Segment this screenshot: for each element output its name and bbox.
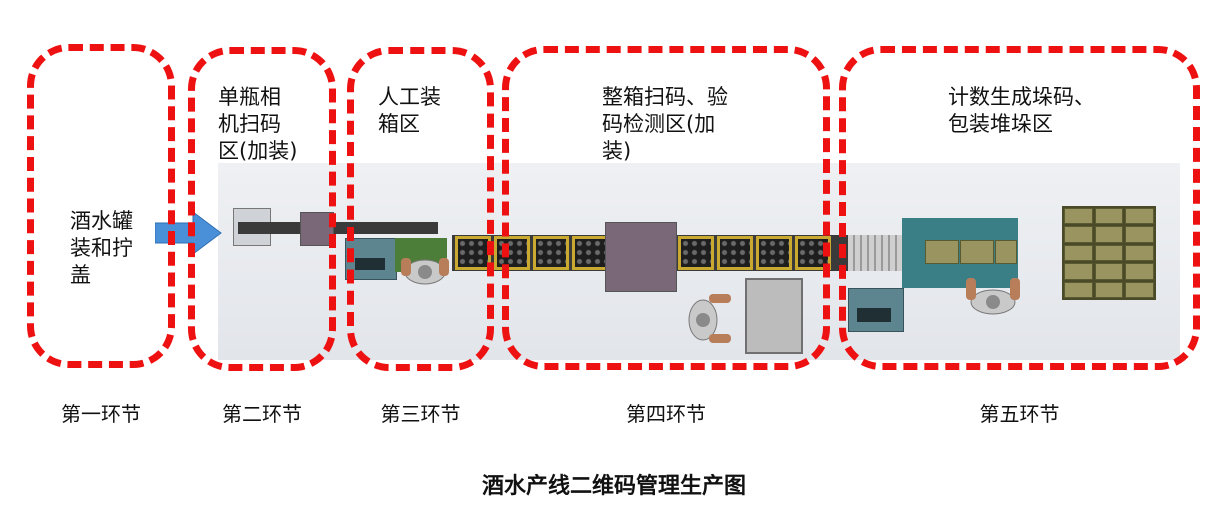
case-scanner — [605, 222, 677, 292]
pallet-case — [1064, 281, 1093, 298]
crate — [533, 236, 569, 270]
pallet-case — [1064, 226, 1093, 243]
stage-5-label: 第五环节 — [979, 402, 1060, 426]
worker-icon — [401, 258, 449, 285]
zone-4-outline — [502, 46, 830, 370]
case-block — [995, 240, 1017, 264]
zone-1-outline — [27, 44, 175, 368]
stage-1-label: 第一环节 — [61, 402, 141, 426]
zone-5-line: 包装堆垛区 — [948, 112, 1053, 136]
zone-4-line: 码检测区(加 — [602, 112, 716, 136]
case-block — [925, 240, 959, 264]
crate — [717, 236, 753, 270]
stacker-icon — [966, 278, 1020, 315]
crate — [455, 236, 491, 270]
pallet-case — [1125, 226, 1154, 243]
console-screen — [857, 308, 891, 322]
pallet-case — [1094, 244, 1124, 262]
pallet-case — [1064, 208, 1093, 225]
zone-2-line: 单瓶相 — [218, 85, 281, 109]
pallet-case — [1094, 263, 1124, 280]
pallet-case — [1094, 281, 1124, 298]
pallet-case — [1125, 281, 1154, 298]
roller-conveyor — [848, 235, 906, 271]
console-screen — [355, 258, 385, 270]
pallet-case — [1094, 208, 1124, 225]
pallet-case — [1125, 244, 1154, 262]
zone-5-label: 计数生成垛码、 包装堆垛区 — [948, 84, 1095, 138]
zone-5-outline — [839, 46, 1200, 370]
pallet-case — [1064, 263, 1093, 280]
pallet-case — [1125, 208, 1154, 225]
inspector-icon — [688, 294, 731, 343]
zone-1-line: 盖 — [70, 263, 91, 287]
zone-3-outline — [347, 47, 494, 371]
zone-1-line: 酒水罐 — [70, 209, 133, 233]
zone-3-line: 箱区 — [378, 112, 420, 136]
pallet-stack — [1062, 206, 1156, 300]
crate — [572, 236, 608, 270]
zone-1-line: 装和拧 — [70, 236, 133, 260]
stage-2-label: 第二环节 — [222, 402, 302, 426]
diagram-caption: 酒水产线二维码管理生产图 — [481, 473, 746, 499]
zone-2-outline — [188, 47, 336, 371]
crate — [678, 236, 714, 270]
pallet-case — [1125, 263, 1154, 280]
zone-2-line: 区(加装) — [218, 139, 298, 163]
stage-4-label: 第四环节 — [626, 402, 706, 426]
zone-4-label: 整箱扫码、验 码检测区(加 装) — [602, 84, 728, 165]
case-block — [960, 240, 994, 264]
zone-2-line: 机扫码 — [218, 112, 281, 136]
camera-station — [300, 212, 334, 246]
pallet-case — [1064, 244, 1093, 262]
zone-2-label: 单瓶相 机扫码 区(加装) — [218, 84, 297, 165]
zone-1-label: 酒水罐 装和拧 盖 — [70, 208, 133, 289]
zone-5-line: 计数生成垛码、 — [948, 85, 1095, 109]
crate — [494, 236, 530, 270]
zone-3-label: 人工装 箱区 — [378, 84, 441, 138]
bottle-conveyor — [238, 222, 438, 234]
zone-4-line: 装) — [602, 139, 632, 163]
crate — [756, 236, 792, 270]
pallet-case — [1094, 226, 1124, 243]
stage-3-label: 第三环节 — [380, 402, 461, 426]
zone-4-line: 整箱扫码、验 — [602, 85, 728, 109]
zone-3-line: 人工装 — [378, 85, 441, 109]
